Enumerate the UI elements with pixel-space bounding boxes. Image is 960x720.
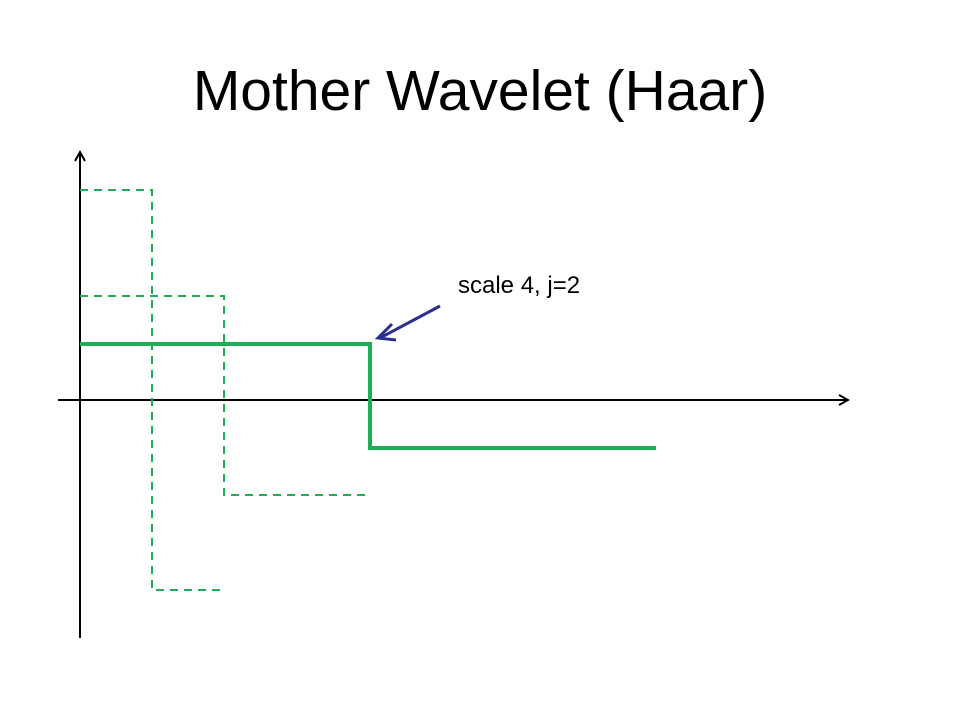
annotation-arrow <box>379 304 441 340</box>
wavelet-scale-4-solid <box>80 342 656 450</box>
wavelet-medium-dashed <box>80 295 368 496</box>
slide-title: Mother Wavelet (Haar) <box>192 59 768 123</box>
annotation-label: scale 4, j=2 <box>458 272 580 299</box>
wavelet-narrow-dashed <box>80 189 224 591</box>
annotation-arrow-head <box>374 322 397 342</box>
